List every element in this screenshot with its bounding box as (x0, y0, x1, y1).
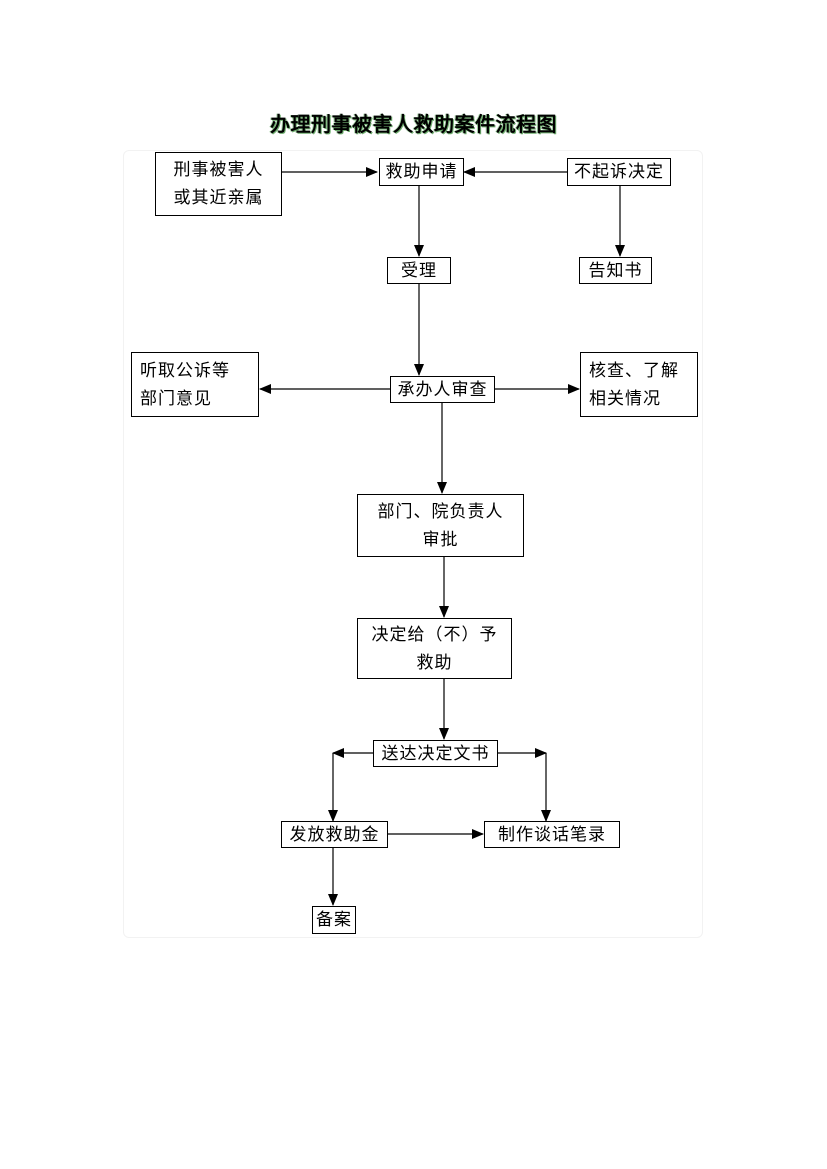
node-verify: 核查、了解 相关情况 (580, 352, 698, 417)
node-hear-opinions: 听取公诉等 部门意见 (131, 352, 259, 417)
node-decision: 决定给（不）予 救助 (357, 618, 512, 679)
node-deliver: 送达决定文书 (373, 740, 498, 767)
page-title: 办理刑事被害人救助案件流程图 (270, 112, 557, 136)
node-archive: 备案 (312, 906, 356, 934)
node-acceptance: 受理 (387, 257, 451, 284)
diagram-frame (123, 150, 703, 938)
node-record: 制作谈话笔录 (484, 821, 620, 848)
node-disburse: 发放救助金 (281, 821, 388, 848)
node-notice: 告知书 (579, 257, 652, 284)
node-approval: 部门、院负责人 审批 (357, 494, 524, 557)
node-handler-review: 承办人审查 (390, 376, 495, 403)
node-victim: 刑事被害人 或其近亲属 (155, 152, 282, 216)
node-application: 救助申请 (379, 158, 464, 186)
node-non-prosecution: 不起诉决定 (567, 158, 671, 186)
